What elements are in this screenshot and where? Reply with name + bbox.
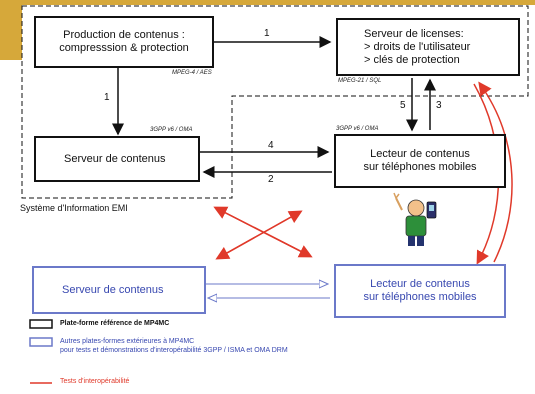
tag-3gpp-oma-left: 3GPP v6 / OMA: [150, 127, 193, 133]
license-server-box: Serveur de licenses: > droits de l'utili…: [336, 18, 520, 76]
legend-blue-label-2: pour tests et démonstrations d'interopér…: [60, 347, 288, 354]
license-server-line1: > droits de l'utilisateur: [364, 40, 471, 53]
mobile-reader-label: Lecteur de contenus sur téléphones mobil…: [363, 148, 477, 173]
ext-mobile-reader-label: Lecteur de contenus sur téléphones mobil…: [363, 278, 477, 303]
tag-mpeg4-aes: MPEG-4 / AES: [172, 70, 212, 76]
legend-swatch-blue: [29, 337, 53, 347]
content-server-box: Serveur de contenus: [34, 136, 200, 182]
emi-region-outline: [21, 5, 529, 199]
left-accent-corner: [0, 0, 22, 60]
emi-region-label: Système d'Information EMI: [20, 203, 128, 213]
content-server-label: Serveur de contenus: [64, 152, 166, 165]
top-accent-band: [0, 0, 535, 5]
interop-arrow-cross-d: [217, 210, 303, 259]
license-server-line2: > clés de protection: [364, 53, 460, 66]
interop-arrow-curve-outer: [478, 81, 513, 263]
ext-content-server-label: Serveur de contenus: [62, 283, 164, 296]
tag-3gpp-oma-right: 3GPP v6 / OMA: [336, 126, 379, 132]
legend-black-label: Plate-forme référence de MP4MC: [60, 320, 170, 327]
legend-swatch-black: [29, 319, 53, 329]
license-server-title: Serveur de licenses:: [364, 27, 464, 40]
arrow-label-5: 5: [400, 100, 406, 111]
arrow-label-3: 3: [436, 100, 442, 111]
arrow-label-2: 2: [268, 174, 274, 185]
ext-mobile-reader-box: Lecteur de contenus sur téléphones mobil…: [334, 264, 506, 318]
mobile-reader-box: Lecteur de contenus sur téléphones mobil…: [334, 134, 506, 188]
production-box: Production de contenus : compresssion & …: [34, 16, 214, 68]
legend-red-label: Tests d'interopérabilité: [60, 378, 130, 385]
production-label: Production de contenus : compresssion & …: [59, 29, 189, 54]
user-with-phone-illustration: [393, 192, 437, 246]
arrow-label-1-top: 1: [264, 28, 270, 39]
legend-blue-label-1: Autres plates-formes extérieures à MP4MC: [60, 338, 195, 345]
ext-content-server-box: Serveur de contenus: [32, 266, 206, 314]
arrow-label-1-left: 1: [104, 92, 110, 103]
tag-mpeg21-sql: MPEG-21 / SQL: [338, 78, 382, 84]
arrow-label-4: 4: [268, 140, 274, 151]
